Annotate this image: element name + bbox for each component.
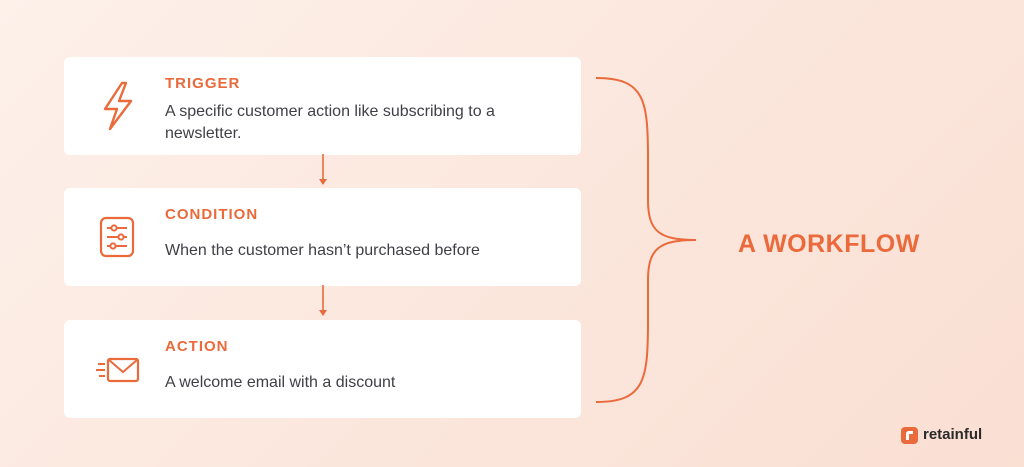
lightning-bolt-icon: [96, 79, 140, 133]
step-description: A specific customer action like subscrib…: [165, 103, 495, 142]
step-title: CONDITION: [165, 206, 259, 223]
step-title: TRIGGER: [165, 75, 241, 92]
workflow-headline: A WORKFLOW: [738, 230, 920, 258]
retainful-logo-icon: [901, 427, 918, 444]
curly-brace-connector: [595, 77, 697, 403]
brand-name: retainful: [923, 426, 983, 443]
step-title: ACTION: [165, 338, 229, 355]
filter-list-icon: [96, 210, 140, 264]
email-send-icon: [96, 342, 140, 396]
step-description: When the customer hasn’t purchased befor…: [165, 242, 480, 259]
down-arrow-icon: [319, 285, 327, 316]
workflow-step-condition: CONDITION When the customer hasn’t purch…: [64, 188, 581, 286]
workflow-step-trigger: TRIGGER A specific customer action like …: [64, 57, 581, 155]
down-arrow-icon: [319, 154, 327, 185]
workflow-step-action: ACTION A welcome email with a discount: [64, 320, 581, 418]
step-description: A welcome email with a discount: [165, 374, 396, 391]
